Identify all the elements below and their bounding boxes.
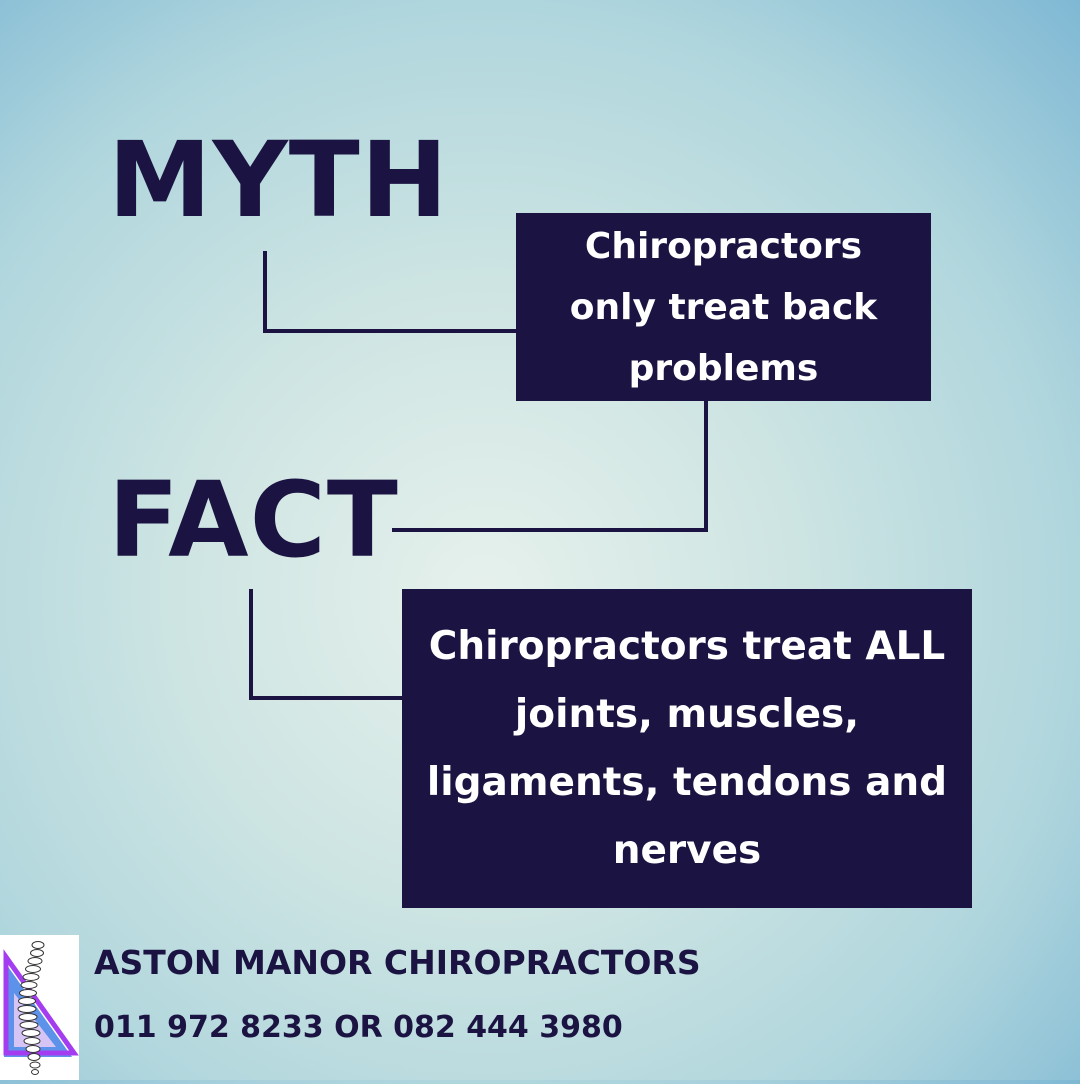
fact-statement-box: Chiropractors treat ALL joints, muscles,… — [402, 589, 972, 908]
myth-to-fact-connector-vertical — [704, 400, 708, 532]
fact-connector-vertical — [249, 589, 253, 700]
myth-connector-horizontal — [263, 329, 517, 333]
practice-phone-numbers: 011 972 8233 OR 082 444 3980 — [94, 1010, 623, 1045]
myth-statement-text: Chiropractors only treat back problems — [569, 225, 878, 389]
myth-to-fact-connector-horizontal — [392, 528, 708, 532]
myth-statement-box: Chiropractors only treat back problems — [516, 213, 931, 401]
practice-name: ASTON MANOR CHIROPRACTORS — [94, 943, 701, 982]
fact-connector-horizontal — [249, 696, 403, 700]
fact-statement-text: Chiropractors treat ALL joints, muscles,… — [426, 623, 948, 873]
myth-connector-vertical — [263, 251, 267, 333]
fact-heading: FACT — [108, 459, 399, 581]
spine-logo-graphic — [3, 941, 79, 1075]
spine-logo-icon — [0, 935, 79, 1080]
myth-heading: MYTH — [108, 119, 449, 241]
